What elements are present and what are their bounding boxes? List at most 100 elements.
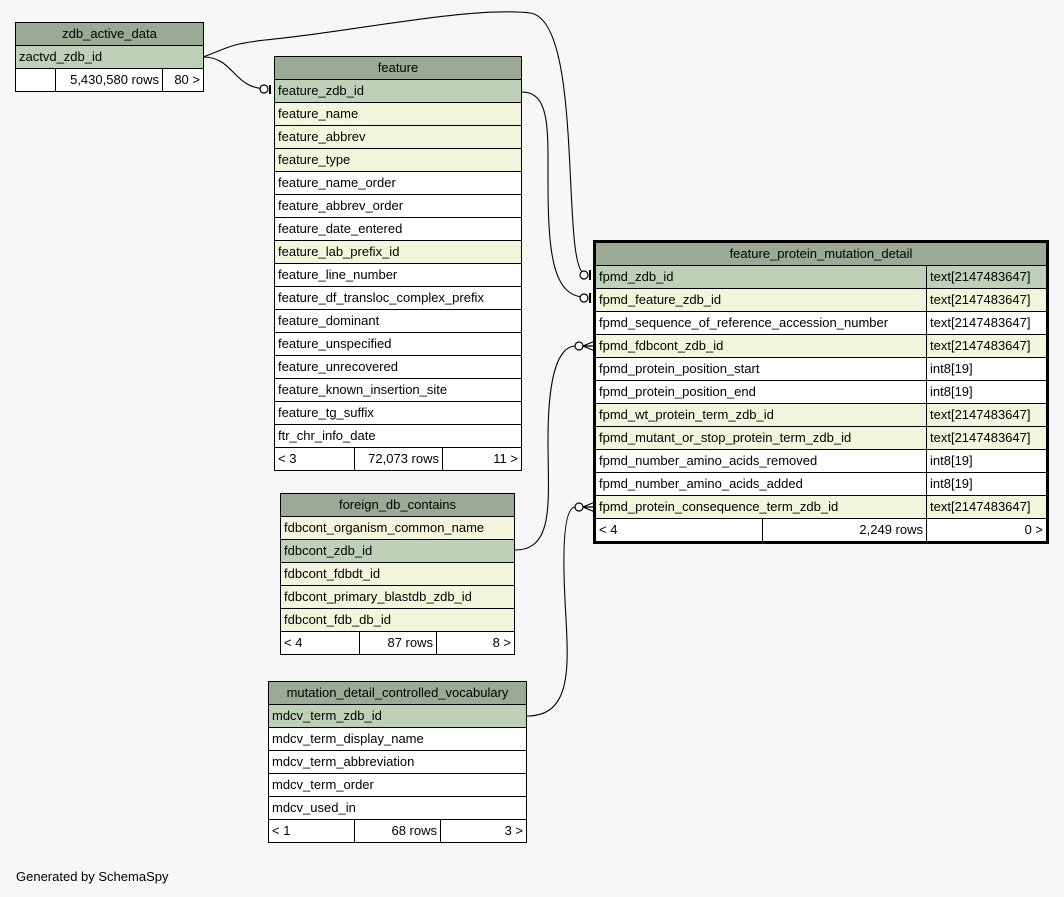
column-name: fdbcont_fdb_db_id [284,612,391,627]
column-row[interactable]: fpmd_number_amino_acids_added int8[19] [596,473,1046,496]
column-row[interactable]: fdbcont_primary_blastdb_zdb_id [281,586,514,609]
column-row[interactable]: feature_abbrev [275,126,521,149]
table-title: feature [275,57,521,80]
column-row[interactable]: fpmd_protein_position_end int8[19] [596,381,1046,404]
table-title: foreign_db_contains [281,494,514,517]
column-name: feature_name_order [278,175,396,190]
footer-row-count: 72,073 rows [354,448,442,470]
column-name: fpmd_mutant_or_stop_protein_term_zdb_id [599,430,852,445]
table-feature-protein-mutation-detail[interactable]: feature_protein_mutation_detail fpmd_zdb… [593,240,1049,544]
column-name: feature_name [278,106,359,121]
footer-children: 0 > [926,519,1046,541]
column-row[interactable]: zactvd_zdb_id [16,46,203,68]
table-footer: < 4 87 rows 8 > [281,631,514,654]
table-footer: < 1 68 rows 3 > [269,819,526,842]
column-row[interactable]: feature_unspecified [275,333,521,356]
table-title: mutation_detail_controlled_vocabulary [269,682,526,705]
table-footer: < 3 72,073 rows 11 > [275,447,521,470]
column-row[interactable]: feature_zdb_id [275,80,521,103]
column-name: fpmd_sequence_of_reference_accession_num… [599,315,889,330]
column-name: mdcv_term_abbreviation [272,754,415,769]
column-name: feature_line_number [278,267,398,282]
column-row[interactable]: feature_name_order [275,172,521,195]
column-name: feature_zdb_id [278,83,365,98]
column-name: feature_date_entered [278,221,403,236]
column-row[interactable]: feature_df_transloc_complex_prefix [275,287,521,310]
column-row[interactable]: fdbcont_fdb_db_id [281,609,514,631]
footer-parents: < 4 [599,522,618,537]
column-type: text[2147483647] [926,427,1046,449]
edge-feature-to-fpmd [521,91,586,298]
column-name: feature_abbrev [278,129,366,144]
column-row[interactable]: feature_abbrev_order [275,195,521,218]
table-zdb-active-data[interactable]: zdb_active_data zactvd_zdb_id 5,430,580 … [15,22,204,92]
table-title: zdb_active_data [16,23,203,46]
column-row[interactable]: mdcv_used_in [269,797,526,819]
column-row[interactable]: feature_type [275,149,521,172]
column-row[interactable]: feature_name [275,103,521,126]
column-type: text[2147483647] [926,312,1046,334]
column-row[interactable]: mdcv_term_zdb_id [269,705,526,728]
column-row[interactable]: feature_known_insertion_site [275,379,521,402]
column-row[interactable]: fpmd_wt_protein_term_zdb_id text[21474836… [596,404,1046,427]
column-row[interactable]: fdbcont_zdb_id [281,540,514,563]
footer-parents [16,69,55,91]
edge-mdcv-to-fpmd [526,506,576,717]
column-row[interactable]: fdbcont_organism_common_name [281,517,514,540]
table-footer: 5,430,580 rows 80 > [16,68,203,91]
column-type: int8[19] [926,473,1046,495]
column-row[interactable]: fpmd_zdb_id text[2147483647] [596,266,1046,289]
column-name: mdcv_term_zdb_id [272,708,382,723]
column-row[interactable]: ftr_chr_info_date [275,425,521,447]
edge-zdb-active-to-feature [202,56,269,90]
column-name: fdbcont_organism_common_name [284,520,485,535]
column-name: feature_unrecovered [278,359,398,374]
column-row[interactable]: fpmd_sequence_of_reference_accession_num… [596,312,1046,335]
footer-children: 11 > [442,448,521,470]
footer-row-count: 2,249 rows [762,519,926,541]
column-name: fpmd_feature_zdb_id [599,292,722,307]
column-name: mdcv_term_order [272,777,374,792]
column-name: fpmd_wt_protein_term_zdb_id [599,407,774,422]
footer-parents: < 4 [284,635,303,650]
column-row[interactable]: fdbcont_fdbdt_id [281,563,514,586]
column-row[interactable]: mdcv_term_abbreviation [269,751,526,774]
column-name: fpmd_number_amino_acids_removed [599,453,818,468]
edge-fdbcont-to-fpmd [514,345,576,551]
column-row[interactable]: feature_date_entered [275,218,521,241]
table-title: feature_protein_mutation_detail [596,243,1046,266]
column-row[interactable]: feature_unrecovered [275,356,521,379]
column-name: feature_dominant [278,313,380,328]
column-row[interactable]: mdcv_term_display_name [269,728,526,751]
column-type: text[2147483647] [926,266,1046,288]
column-name: fpmd_zdb_id [599,269,674,284]
column-row[interactable]: mdcv_term_order [269,774,526,797]
column-name: fpmd_number_amino_acids_added [599,476,803,491]
column-row[interactable]: feature_dominant [275,310,521,333]
column-type: int8[19] [926,381,1046,403]
table-foreign-db-contains[interactable]: foreign_db_contains fdbcont_organism_com… [280,493,515,655]
column-name: fpmd_protein_position_end [599,384,756,399]
column-row[interactable]: feature_tg_suffix [275,402,521,425]
footer-row-count: 5,430,580 rows [55,69,162,91]
column-name: feature_known_insertion_site [278,382,448,397]
table-mutation-detail-controlled-vocabulary[interactable]: mutation_detail_controlled_vocabulary md… [268,681,527,843]
column-name: feature_tg_suffix [278,405,374,420]
column-type: text[2147483647] [926,404,1046,426]
column-row[interactable]: fpmd_mutant_or_stop_protein_term_zdb_id t… [596,427,1046,450]
column-name: zactvd_zdb_id [19,49,103,64]
column-name: feature_lab_prefix_id [278,244,400,259]
column-row[interactable]: feature_line_number [275,264,521,287]
footer-row-count: 87 rows [359,632,436,654]
column-type: text[2147483647] [926,289,1046,311]
column-row[interactable]: fpmd_feature_zdb_id text[2147483647] [596,289,1046,312]
footer-row-count: 68 rows [354,820,440,842]
column-row[interactable]: feature_lab_prefix_id [275,241,521,264]
column-name: fpmd_protein_position_start [599,361,760,376]
column-type: text[2147483647] [926,496,1046,518]
